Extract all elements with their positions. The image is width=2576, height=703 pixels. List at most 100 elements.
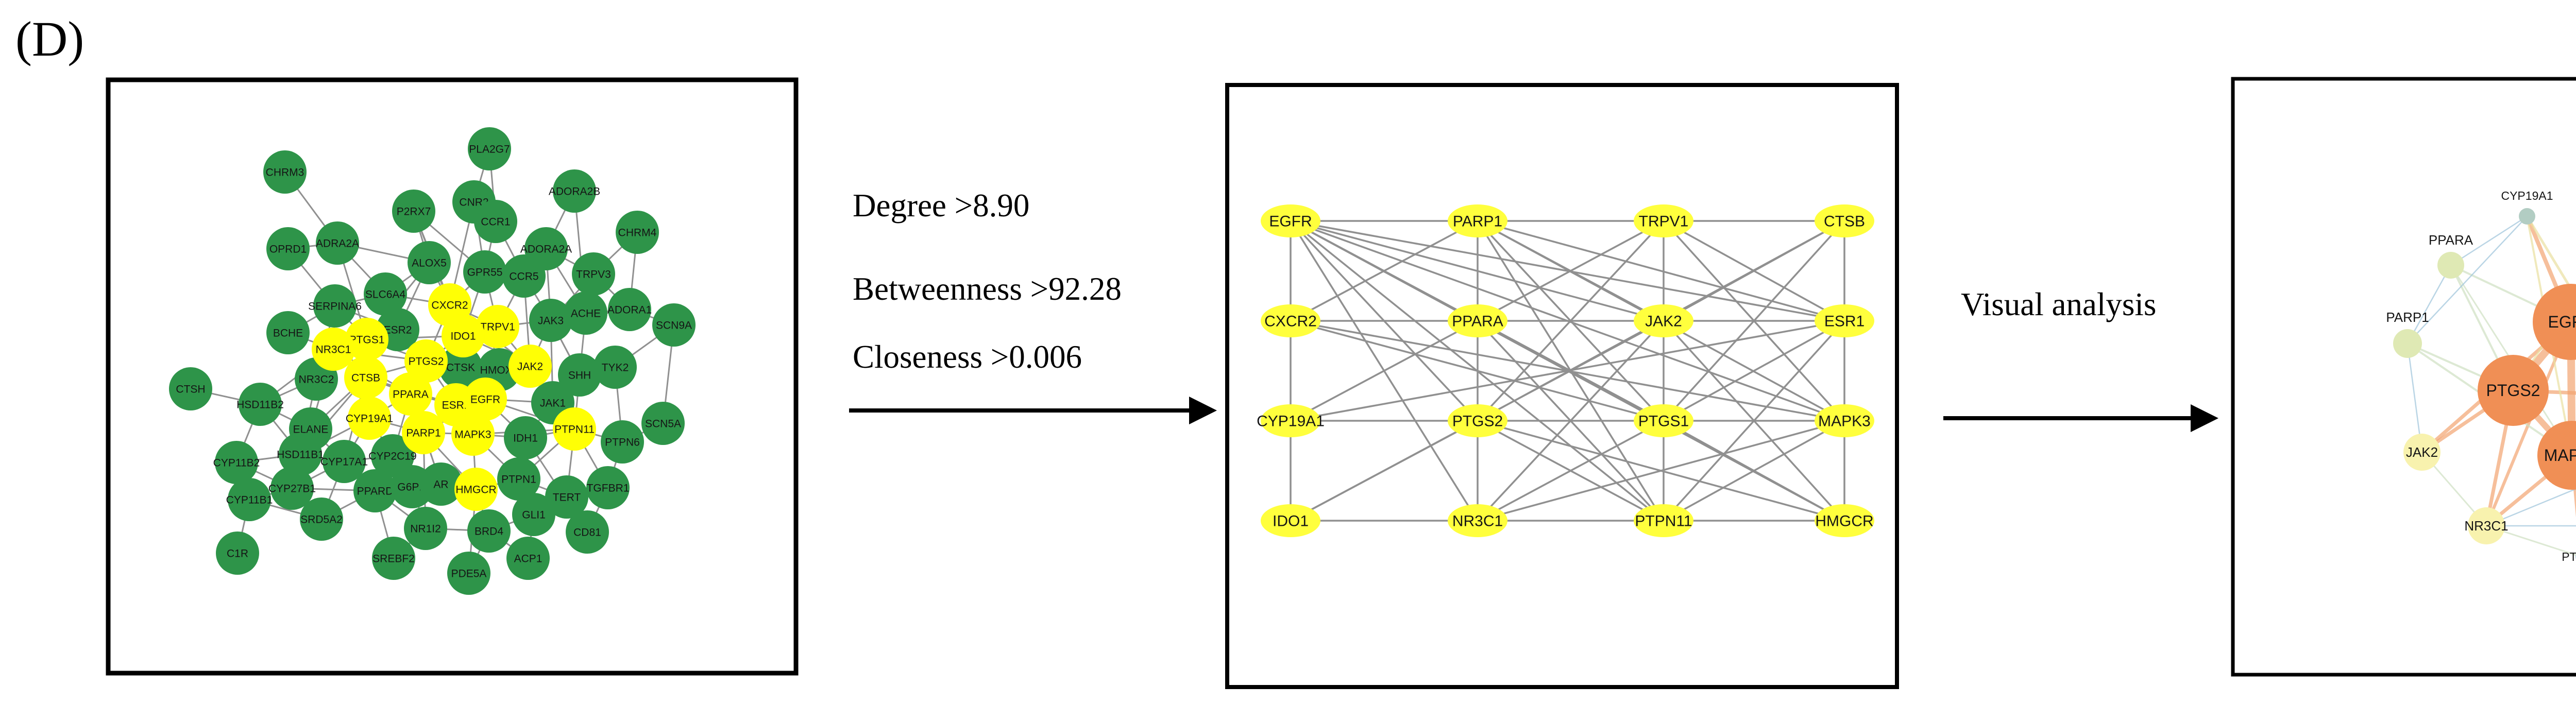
hub-node-EGFR <box>1261 204 1320 237</box>
gene-node-CYP11B1 <box>228 478 271 521</box>
gene-node-TERT <box>545 475 588 519</box>
gene-node-CCR1 <box>474 200 517 243</box>
gene-node-label: CCR1 <box>481 216 510 228</box>
gene-node-label: ADORA2B <box>549 185 600 197</box>
gene-node-label: NR1I2 <box>410 523 441 535</box>
gene-node-label: ALOX5 <box>412 257 447 269</box>
weighted-node-label: PPARA <box>2429 232 2473 248</box>
gene-node-label: NR3C1 <box>316 344 351 355</box>
gene-node-label: HSD11B1 <box>277 449 324 460</box>
network-edge <box>1290 320 1664 422</box>
hub-node-CYP19A1 <box>1261 404 1320 437</box>
gene-node-label: ELANE <box>293 423 329 435</box>
gene-node-ADRA2A <box>316 221 359 265</box>
gene-node-CYP19A1 <box>348 397 391 440</box>
gene-node-label: HSD11B2 <box>236 399 284 410</box>
weighted-edge <box>2406 215 2528 345</box>
hub-node-CXCR2 <box>1261 304 1320 337</box>
hub-node-CTSB <box>1815 204 1874 237</box>
gene-node-label: NR3C2 <box>299 373 334 385</box>
gene-node-label: TERT <box>553 491 581 503</box>
gene-node-SERPINA6 <box>313 284 357 328</box>
network-edge <box>1290 220 1479 422</box>
weighted-node-MAPK3 <box>2537 421 2576 490</box>
network-edge <box>1290 320 1478 422</box>
weighted-node-label: JAK2 <box>2406 444 2438 460</box>
gene-node-CYP11B2 <box>215 441 258 484</box>
weighted-node-JAK2 <box>2403 434 2441 471</box>
hub-node-ESR1 <box>1815 304 1874 337</box>
weighted-network-nodes: CYP19A1CXCR2PPARAIDO1EGFRPARP1PTPN11PTGS… <box>2386 189 2576 563</box>
gene-node-label: JAK1 <box>540 397 566 409</box>
gene-node-label: CTSK <box>446 362 475 373</box>
gene-node-P2RX7 <box>392 190 435 233</box>
gene-node-PTGS2 <box>404 339 448 383</box>
gene-node-label: ADORA2A <box>520 243 572 255</box>
gene-node-label: BCHE <box>273 327 303 339</box>
gene-node-label: PTPN11 <box>554 423 595 435</box>
gene-node-CTSH <box>169 367 212 410</box>
gene-node-BRD4 <box>467 509 511 553</box>
gene-node-SLC6A4 <box>364 272 407 316</box>
gene-node-IDO1 <box>442 314 485 357</box>
gene-node-label: GLI1 <box>522 509 546 521</box>
gene-node-TRPV1 <box>476 305 519 348</box>
visual-analysis-label: Visual analysis <box>1961 286 2156 322</box>
gene-node-SRD5A2 <box>300 498 343 541</box>
gene-node-ALOX5 <box>408 241 451 284</box>
gene-node-label: CXCR2 <box>431 299 468 311</box>
gene-node-label: MAPK3 <box>454 428 491 440</box>
weighted-node-PTGS2 <box>2478 355 2549 426</box>
network-edge <box>1663 320 1845 522</box>
network-edge <box>1477 220 1664 322</box>
hub-node-IDO1 <box>1261 504 1320 537</box>
weighted-edge <box>2406 264 2452 345</box>
gene-node-CHRM4 <box>616 211 659 254</box>
weighted-node-label: PTGS2 <box>2486 381 2540 400</box>
weighted-node-label: PTGS1 <box>2562 550 2576 563</box>
degree-threshold-text: Degree >8.90 <box>853 187 1029 224</box>
weighted-node-label: CYP19A1 <box>2501 189 2553 202</box>
gene-node-IDH1 <box>504 416 547 459</box>
gene-node-PTPN11 <box>553 407 596 451</box>
gene-node-label: PLA2G7 <box>469 143 510 155</box>
gene-node-NR3C1 <box>312 328 355 371</box>
hub-node-label: ESR1 <box>1824 313 1865 330</box>
gene-node-label: PTPN1 <box>501 473 536 485</box>
gene-node-label: ADRA2A <box>316 237 359 249</box>
weighted-node-CYP19A1 <box>2519 208 2535 225</box>
weighted-node-PARP1 <box>2393 329 2422 358</box>
gene-node-label: IDH1 <box>513 432 538 444</box>
gene-node-PPARD <box>353 469 397 512</box>
filter-criteria-text: Degree >8.90 Betweenness >92.28 Closenes… <box>853 187 1122 375</box>
filter-arrow-icon <box>849 397 1217 424</box>
hub-node-PTGS2 <box>1448 404 1507 437</box>
gene-node-AR <box>419 462 463 506</box>
hub-node-label: CTSB <box>1824 213 1865 230</box>
gene-node-ACP1 <box>506 537 550 580</box>
gene-node-label: ADORA1 <box>607 304 652 316</box>
gene-node-label: ACHE <box>571 307 601 319</box>
gene-node-label: PTPN6 <box>605 436 640 448</box>
gene-node-PLA2G7 <box>468 127 511 170</box>
gene-node-GPR55 <box>463 250 506 294</box>
hub-node-label: PARP1 <box>1453 213 1502 230</box>
gene-node-ADORA2B <box>553 169 596 213</box>
gene-node-label: PTGS2 <box>409 355 444 367</box>
gene-node-label: BRD4 <box>474 525 503 537</box>
network-edge <box>1663 320 1845 422</box>
hub-node-label: PTGS2 <box>1452 413 1503 430</box>
weighted-node-PPARA <box>2437 252 2464 279</box>
gene-node-PTPN1 <box>497 457 540 501</box>
gene-node-ACHE <box>564 292 607 335</box>
gene-node-label: CYP27B1 <box>268 483 316 494</box>
hub-node-label: CXCR2 <box>1264 313 1317 330</box>
gene-node-TYK2 <box>594 346 637 389</box>
gene-node-label: ACP1 <box>514 553 543 564</box>
gene-node-CYP17A1 <box>323 440 366 483</box>
gene-node-C1R <box>216 531 259 575</box>
gene-node-ADORA1 <box>608 288 651 331</box>
hub-node-label: HMGCR <box>1815 513 1873 530</box>
gene-node-label: CYP11B1 <box>226 494 273 506</box>
gene-node-BCHE <box>266 311 310 354</box>
